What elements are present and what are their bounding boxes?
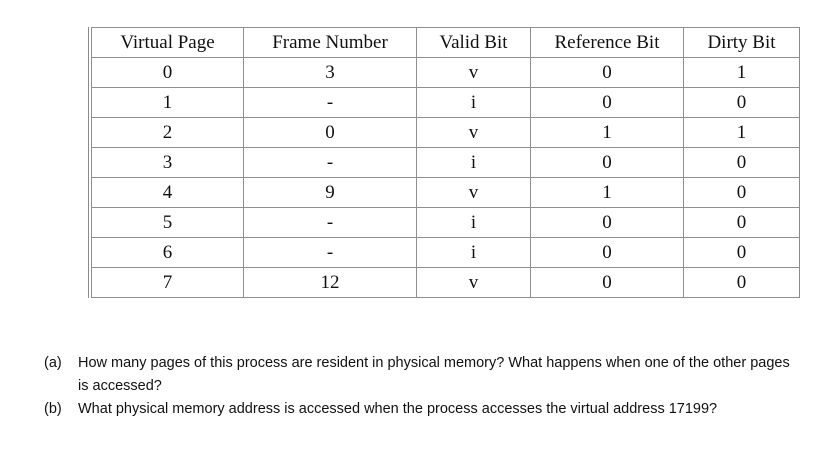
cell-dirty-bit: 0	[683, 87, 800, 118]
cell-virtual-page: 3	[91, 147, 244, 178]
table-row: 0 3 v 0 1	[91, 57, 800, 88]
cell-virtual-page: 4	[91, 177, 244, 208]
cell-reference-bit: 0	[530, 57, 684, 88]
cell-valid-bit: v	[416, 117, 531, 148]
column-header-valid-bit: Valid Bit	[416, 27, 531, 58]
cell-valid-bit: i	[416, 207, 531, 238]
column-header-virtual-page: Virtual Page	[91, 27, 244, 58]
question-item-b: (b) What physical memory address is acce…	[44, 398, 804, 421]
question-text-b: What physical memory address is accessed…	[78, 401, 718, 417]
question-text-a: How many pages of this process are resid…	[78, 355, 790, 394]
table-row: 3 - i 0 0	[91, 147, 800, 178]
cell-frame-number: 3	[243, 57, 417, 88]
cell-frame-number: 12	[243, 267, 417, 298]
cell-frame-number: -	[243, 207, 417, 238]
table-row: 7 12 v 0 0	[91, 267, 800, 298]
cell-reference-bit: 1	[530, 177, 684, 208]
cell-reference-bit: 0	[530, 207, 684, 238]
table-row: 6 - i 0 0	[91, 237, 800, 268]
cell-frame-number: -	[243, 87, 417, 118]
cell-frame-number: -	[243, 237, 417, 268]
table-row: 2 0 v 1 1	[91, 117, 800, 148]
question-item-a: (a) How many pages of this process are r…	[44, 352, 804, 398]
cell-reference-bit: 0	[530, 237, 684, 268]
cell-valid-bit: v	[416, 177, 531, 208]
question-label-a: (a)	[44, 355, 62, 371]
cell-frame-number: -	[243, 147, 417, 178]
column-header-reference-bit: Reference Bit	[530, 27, 684, 58]
questions-list: (a) How many pages of this process are r…	[44, 352, 804, 421]
cell-frame-number: 0	[243, 117, 417, 148]
table-outer-rule-right	[799, 27, 800, 298]
cell-dirty-bit: 1	[683, 57, 800, 88]
cell-valid-bit: i	[416, 147, 531, 178]
cell-reference-bit: 1	[530, 117, 684, 148]
page-table-container: Virtual Page Frame Number Valid Bit Refe…	[88, 27, 800, 298]
table-row: 1 - i 0 0	[91, 87, 800, 118]
table-row: 4 9 v 1 0	[91, 177, 800, 208]
cell-valid-bit: v	[416, 57, 531, 88]
cell-reference-bit: 0	[530, 147, 684, 178]
cell-valid-bit: v	[416, 267, 531, 298]
cell-virtual-page: 7	[91, 267, 244, 298]
page-table: Virtual Page Frame Number Valid Bit Refe…	[91, 27, 800, 298]
cell-virtual-page: 5	[91, 207, 244, 238]
cell-dirty-bit: 0	[683, 267, 800, 298]
cell-dirty-bit: 0	[683, 147, 800, 178]
table-outer-rule-left	[88, 27, 89, 298]
cell-dirty-bit: 0	[683, 177, 800, 208]
cell-valid-bit: i	[416, 237, 531, 268]
table-header-row: Virtual Page Frame Number Valid Bit Refe…	[91, 27, 800, 58]
cell-dirty-bit: 0	[683, 237, 800, 268]
cell-virtual-page: 6	[91, 237, 244, 268]
column-header-dirty-bit: Dirty Bit	[683, 27, 800, 58]
cell-dirty-bit: 1	[683, 117, 800, 148]
cell-frame-number: 9	[243, 177, 417, 208]
cell-reference-bit: 0	[530, 87, 684, 118]
table-row: 5 - i 0 0	[91, 207, 800, 238]
cell-dirty-bit: 0	[683, 207, 800, 238]
cell-valid-bit: i	[416, 87, 531, 118]
cell-reference-bit: 0	[530, 267, 684, 298]
question-label-b: (b)	[44, 401, 62, 417]
cell-virtual-page: 0	[91, 57, 244, 88]
cell-virtual-page: 2	[91, 117, 244, 148]
cell-virtual-page: 1	[91, 87, 244, 118]
column-header-frame-number: Frame Number	[243, 27, 417, 58]
